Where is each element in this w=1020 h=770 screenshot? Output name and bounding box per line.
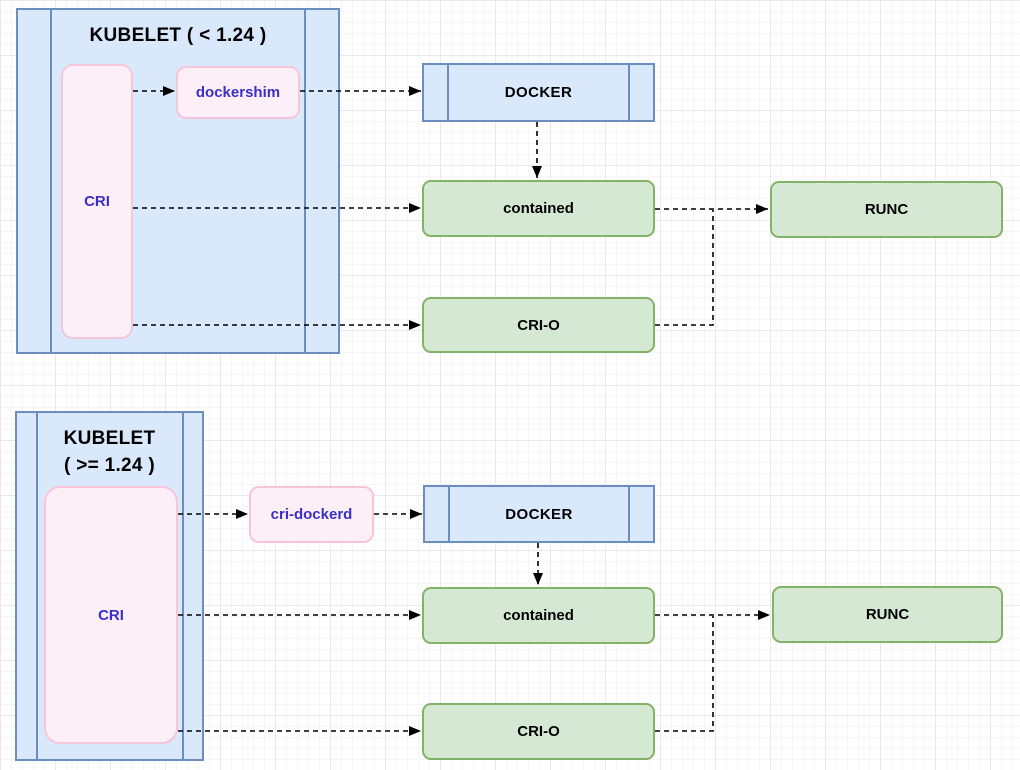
process-bar-right [628, 487, 631, 541]
kubelet-lt-1-24-title: KUBELET ( < 1.24 ) [89, 25, 267, 46]
docker-label-bottom: DOCKER [505, 505, 573, 523]
process-bar-right [304, 10, 306, 352]
containerd-label-top: contained [503, 200, 574, 217]
process-bar-left [35, 413, 38, 759]
cri-dockerd-label: cri-dockerd [270, 506, 353, 523]
docker-box-top: DOCKER [422, 63, 655, 122]
runc-label-top: RUNC [864, 201, 909, 218]
cri-dockerd-box: cri-dockerd [249, 486, 374, 543]
process-bar-left [447, 487, 450, 541]
elbow-crio-to-runc-bottom [655, 616, 714, 732]
containerd-box-bottom: contained [422, 587, 655, 644]
process-bar-right [181, 413, 184, 759]
kubelet-ge-title-line2: ( >= 1.24 ) [64, 455, 155, 476]
crio-box-top: CRI-O [422, 297, 655, 353]
process-bar-right [628, 65, 631, 120]
docker-label-top: DOCKER [504, 84, 573, 101]
docker-box-bottom: DOCKER [423, 485, 655, 543]
cri-box-top: CRI [61, 64, 133, 339]
crio-label-bottom: CRI-O [517, 723, 560, 740]
crio-box-bottom: CRI-O [422, 703, 655, 760]
runc-box-top: RUNC [770, 181, 1003, 238]
kubelet-ge-1-24-title: KUBELET ( >= 1.24 ) [17, 425, 202, 479]
dockershim-label: dockershim [195, 84, 281, 101]
crio-label-top: CRI-O [517, 316, 560, 334]
cri-box-bottom: CRI [44, 486, 178, 744]
containerd-box-top: contained [422, 180, 655, 237]
cri-label-top: CRI [84, 193, 110, 210]
runc-box-bottom: RUNC [772, 586, 1003, 643]
process-bar-left [50, 10, 52, 352]
kubelet-ge-title-line1: KUBELET [63, 428, 156, 449]
dockershim-box: dockershim [176, 66, 300, 119]
runc-label-bottom: RUNC [865, 606, 910, 623]
containerd-label-bottom: contained [503, 607, 574, 624]
cri-label-bottom: CRI [98, 606, 124, 624]
process-bar-left [446, 65, 449, 120]
elbow-crio-to-runc-top [655, 210, 714, 326]
